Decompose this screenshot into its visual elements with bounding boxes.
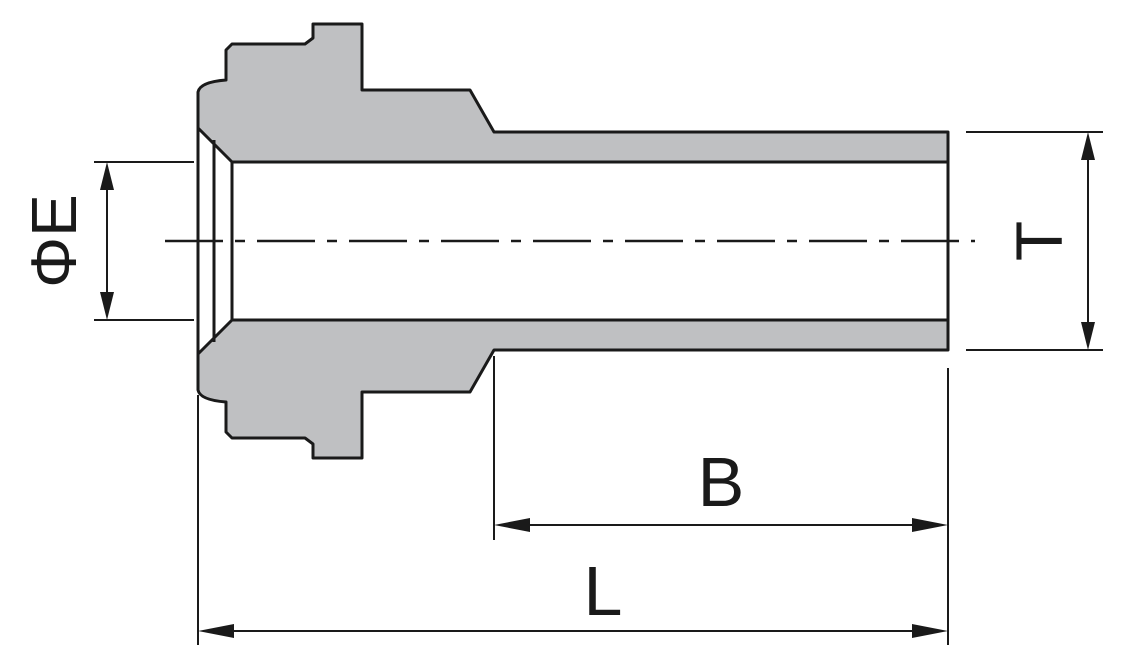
b-arrow-left xyxy=(494,518,530,532)
upper-section xyxy=(196,22,950,164)
tube-arrow-top xyxy=(1081,132,1095,160)
tube-diameter-label: T xyxy=(1002,221,1076,261)
tube-length-label: B xyxy=(698,443,745,521)
l-arrow-left xyxy=(198,624,234,638)
b-arrow-right xyxy=(912,518,948,532)
l-arrow-right xyxy=(912,624,948,638)
overall-length-label: L xyxy=(584,552,623,630)
tube-arrow-bottom xyxy=(1081,322,1095,350)
bore-diameter-label: ΦE xyxy=(18,194,90,288)
bore-arrow-top xyxy=(100,162,114,190)
bore-arrow-bottom xyxy=(100,292,114,320)
lower-section xyxy=(196,318,950,460)
